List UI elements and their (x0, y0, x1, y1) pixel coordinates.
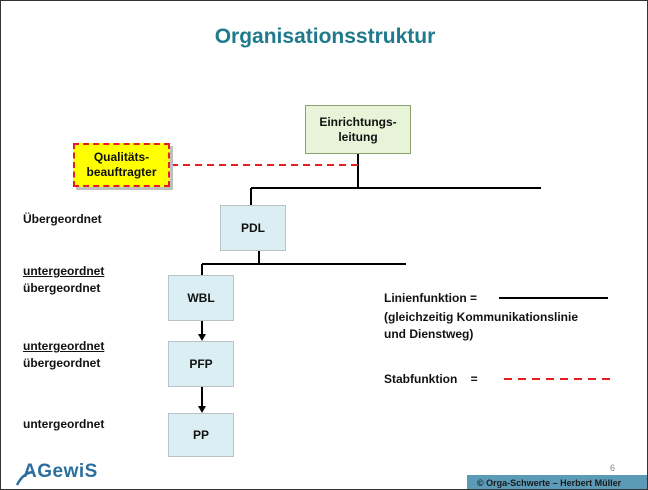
node-pp-label: PP (192, 427, 209, 442)
node-wbl-label: WBL (187, 290, 215, 305)
arrow-to-pp (198, 406, 206, 413)
level-label-untergeordnet-3: untergeordnet (23, 339, 105, 353)
footer-copyright: © Orga-Schwerte – Herbert Müller (467, 475, 647, 489)
node-einrichtungsleitung-label: Einrichtungs- leitung (319, 114, 397, 144)
page-number: 6 (610, 463, 616, 473)
node-pdl-label: PDL (241, 220, 265, 235)
node-qualitaetsbeauftragter-label: Qualitäts- beauftragter (86, 150, 157, 179)
legend-linienfunktion-label: Linienfunktion = (384, 291, 477, 305)
level-label-untergeordnet-4: untergeordnet (23, 417, 105, 431)
node-pdl: PDL (220, 205, 286, 251)
level-label-untergeordnet-2: untergeordnet (23, 264, 105, 278)
node-einrichtungsleitung: Einrichtungs- leitung (305, 105, 411, 154)
level-label-uebergeordnet-1: Übergeordnet (23, 212, 102, 226)
level-label-uebergeordnet-3: übergeordnet (23, 356, 101, 370)
node-pfp: PFP (168, 341, 234, 387)
slide-title: Organisationsstruktur (214, 25, 436, 48)
legend-linienfunktion-description: (gleichzeitig Kommunikationslinie und Di… (384, 310, 579, 341)
agewis-logo: AGewiS (23, 461, 98, 482)
agewis-logo-swoosh-icon (15, 471, 34, 486)
node-wbl: WBL (168, 275, 234, 321)
node-pp: PP (168, 413, 234, 457)
node-qualitaetsbeauftragter: Qualitäts- beauftragter (73, 143, 170, 187)
level-label-uebergeordnet-2: übergeordnet (23, 281, 101, 295)
legend-stabfunktion-label: Stabfunktion = (384, 372, 478, 386)
arrow-to-pfp (198, 334, 206, 341)
node-pfp-label: PFP (189, 356, 213, 371)
